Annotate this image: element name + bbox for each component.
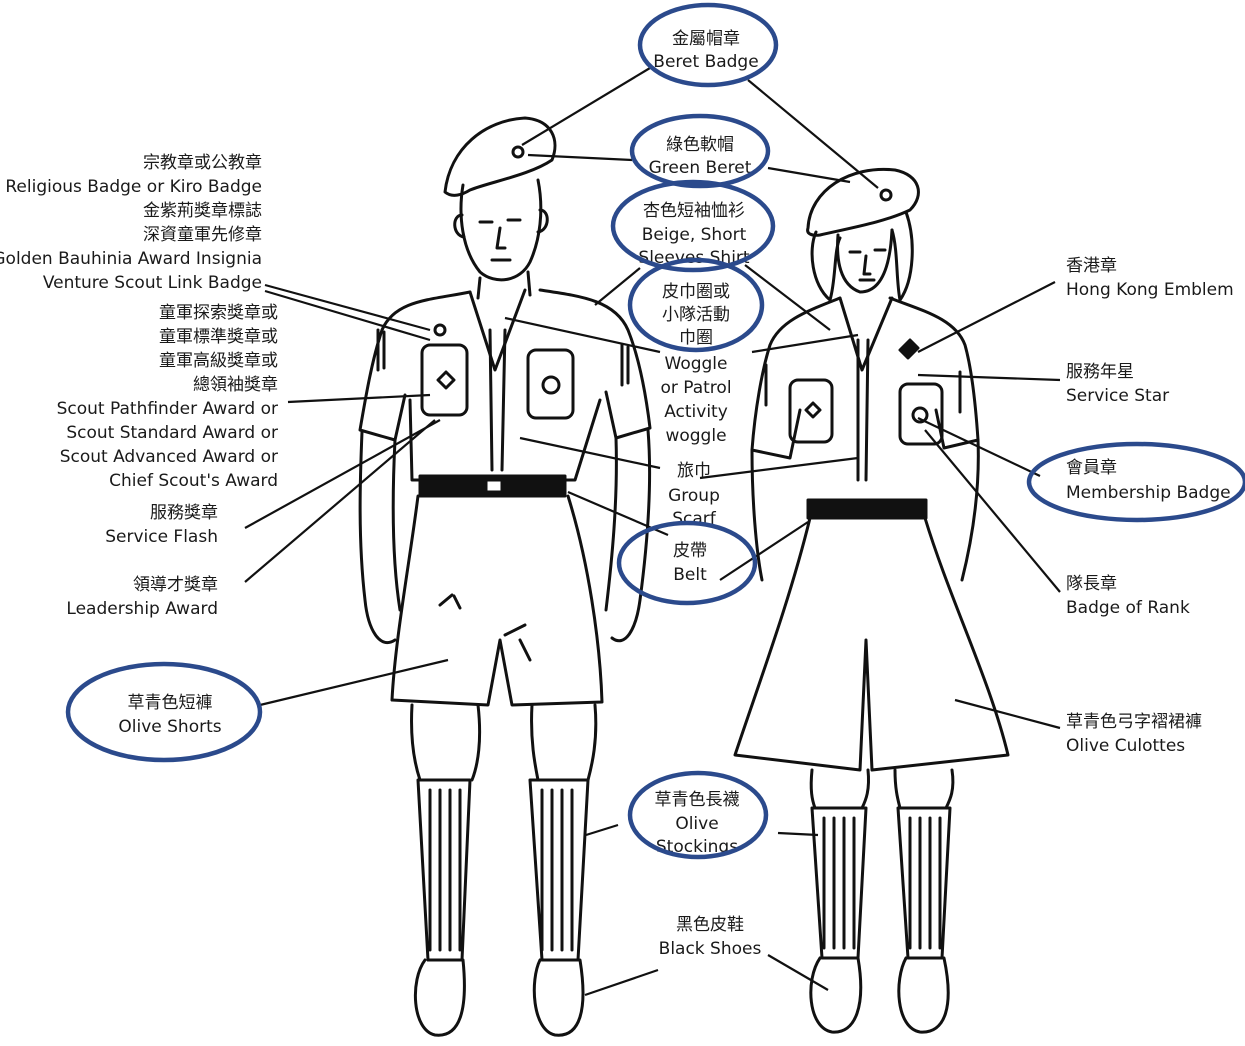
scarf-en-1: Group [668,486,720,506]
hk-emblem-zh: 香港章 [1066,256,1117,276]
label-green-beret: 綠色軟帽 Green Beret [649,135,752,178]
beret-badge-zh: 金屬帽章 [672,29,740,49]
woggle-en-2: or Patrol [660,378,731,398]
male-scout-figure [358,116,652,1037]
highlight-woggle [627,257,765,353]
highlight-green-beret [629,113,771,189]
service-star-zh: 服務年星 [1066,362,1134,382]
label-awards: 童軍探索獎章或 童軍標準獎章或 童軍高級獎章或 總領袖獎章 Scout Path… [57,303,278,491]
stockings-en-2: Stockings [656,837,738,857]
service-flash-en: Service Flash [105,527,218,547]
highlight-olive-shorts [65,661,263,763]
highlight-belt [616,520,758,606]
woggle-zh-1: 皮巾圈或 [662,282,730,302]
shirt-zh: 杏色短袖恤衫 [643,201,745,221]
leadership-zh: 領導才獎章 [133,575,218,595]
highlight-membership-badge [1026,441,1245,523]
shoes-en: Black Shoes [659,939,762,959]
awards-zh-3: 童軍高級獎章或 [159,351,278,371]
highlight-stockings [627,770,769,860]
membership-zh: 會員章 [1066,458,1117,478]
label-leadership-award: 領導才獎章 Leadership Award [66,575,218,619]
highlight-beret-badge [637,2,779,88]
label-stockings: 草青色長襪 Olive Stockings [655,790,740,857]
hk-emblem-en: Hong Kong Emblem [1066,280,1234,300]
olive-shorts-en: Olive Shorts [118,717,221,737]
female-scout-figure [733,167,1010,1034]
green-beret-en: Green Beret [649,158,752,178]
stockings-en-1: Olive [675,814,718,834]
religious-zh-1: 宗教章或公教章 [143,153,262,173]
religious-zh-3: 深資童軍先修章 [143,225,262,245]
stockings-zh: 草青色長襪 [655,790,740,810]
label-membership-badge: 會員章 Membership Badge [1066,458,1231,503]
service-star-en: Service Star [1066,386,1169,406]
label-religious-badge: 宗教章或公教章 Religious Badge or Kiro Badge 金紫… [0,153,262,293]
label-olive-shorts: 草青色短褲 Olive Shorts [118,693,221,737]
culottes-en: Olive Culottes [1066,736,1185,756]
label-beret-badge: 金屬帽章 Beret Badge [653,29,758,72]
awards-en-1: Scout Pathfinder Award or [57,399,278,419]
shoes-zh: 黑色皮鞋 [676,915,744,935]
olive-shorts-zh: 草青色短褲 [128,693,213,713]
woggle-zh-2: 小隊活動 [662,305,730,325]
religious-en-1: Religious Badge or Kiro Badge [5,177,262,197]
woggle-en-1: Woggle [665,354,728,374]
beret-badge-en: Beret Badge [653,52,758,72]
religious-zh-2: 金紫荊獎章標誌 [143,201,262,221]
label-scarf: 旅巾 Group Scarf [668,461,720,529]
rank-en: Badge of Rank [1066,598,1190,618]
awards-zh-1: 童軍探索獎章或 [159,303,278,323]
label-service-star: 服務年星 Service Star [1066,362,1169,406]
rank-zh: 隊長章 [1066,574,1117,594]
awards-en-3: Scout Advanced Award or [60,447,278,467]
scarf-zh: 旅巾 [677,461,711,481]
shirt-en-1: Beige, Short [642,225,747,245]
label-service-flash: 服務獎章 Service Flash [105,503,218,547]
awards-zh-2: 童軍標準獎章或 [159,327,278,347]
leadership-en: Leadership Award [66,599,218,619]
belt-en: Belt [673,565,707,585]
awards-en-4: Chief Scout's Award [109,471,278,491]
woggle-en-4: woggle [665,426,726,446]
green-beret-zh: 綠色軟帽 [666,135,734,155]
label-badge-of-rank: 隊長章 Badge of Rank [1066,574,1190,618]
woggle-en-3: Activity [664,402,728,422]
highlight-ellipses [65,2,1245,860]
woggle-zh-3: 巾圈 [679,328,713,348]
religious-en-3: Venture Scout Link Badge [43,273,262,293]
membership-en: Membership Badge [1066,483,1231,503]
label-woggle: 皮巾圈或 小隊活動 巾圈 Woggle or Patrol Activity w… [660,282,731,446]
label-hong-kong-emblem: 香港章 Hong Kong Emblem [1066,256,1234,300]
awards-zh-4: 總領袖獎章 [193,375,278,395]
belt-zh: 皮帶 [673,541,707,561]
awards-en-2: Scout Standard Award or [66,423,278,443]
label-shoes: 黑色皮鞋 Black Shoes [659,915,762,959]
culottes-zh: 草青色弓字褶裙褲 [1066,712,1202,732]
label-olive-culottes: 草青色弓字褶裙褲 Olive Culottes [1066,712,1202,756]
highlight-shirt [610,179,776,273]
religious-en-2: Golden Bauhinia Award Insignia [0,249,262,269]
label-belt: 皮帶 Belt [673,541,707,585]
service-flash-zh: 服務獎章 [150,503,218,523]
